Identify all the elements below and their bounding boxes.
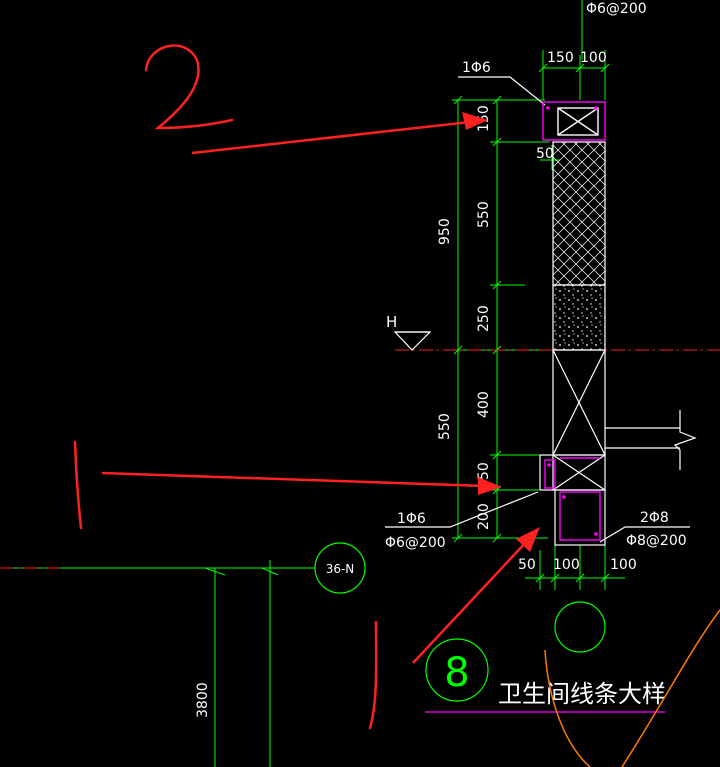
axis-bubble-circle	[314, 542, 366, 594]
rebar-elements	[542, 101, 606, 541]
dim-inner-550: 550	[476, 201, 492, 228]
level-mark-label: H	[386, 313, 397, 331]
detail-title: 卫生间线条大样	[498, 680, 666, 708]
top-rebar-label: 1Φ6	[462, 60, 491, 76]
offset-50-label: 50	[536, 146, 554, 162]
lower-left-stirrup-label: Φ6@200	[385, 535, 446, 551]
handwritten-marks	[73, 44, 378, 730]
vertical-dim-3800: 3800	[195, 682, 211, 718]
bottom-dim-100-b: 100	[610, 557, 637, 573]
top-width-left: 150	[547, 50, 574, 66]
dim-inner-400: 400	[476, 391, 492, 418]
annotation-arrows	[101, 112, 540, 664]
concrete-fill	[553, 285, 605, 350]
dim-inner-150: 150	[476, 105, 492, 132]
dim-inner-200: 200	[476, 503, 492, 530]
lower-right-rebar-label: 2Φ8	[640, 510, 669, 526]
top-width-right: 100	[580, 50, 607, 66]
axis-bubble-label: 36-N	[326, 562, 355, 576]
dim-outer-550: 550	[437, 413, 453, 440]
dim-inner-250: 250	[476, 305, 492, 332]
dimension-lines	[0, 0, 625, 767]
section-marker-circle	[554, 601, 606, 653]
detail-number: 8	[444, 650, 469, 696]
bottom-dim-100-a: 100	[553, 557, 580, 573]
lower-left-rebar-label: 1Φ6	[397, 511, 426, 527]
dim-outer-950: 950	[437, 218, 453, 245]
lower-right-stirrup-label: Φ8@200	[626, 533, 687, 549]
detail-number-circle	[425, 638, 489, 702]
hatch-fill	[553, 142, 605, 285]
bottom-dim-50: 50	[518, 557, 536, 573]
dim-inner-50: 50	[476, 462, 492, 480]
top-stirrup-label: Φ6@200	[586, 1, 647, 17]
reference-curve	[544, 609, 720, 767]
